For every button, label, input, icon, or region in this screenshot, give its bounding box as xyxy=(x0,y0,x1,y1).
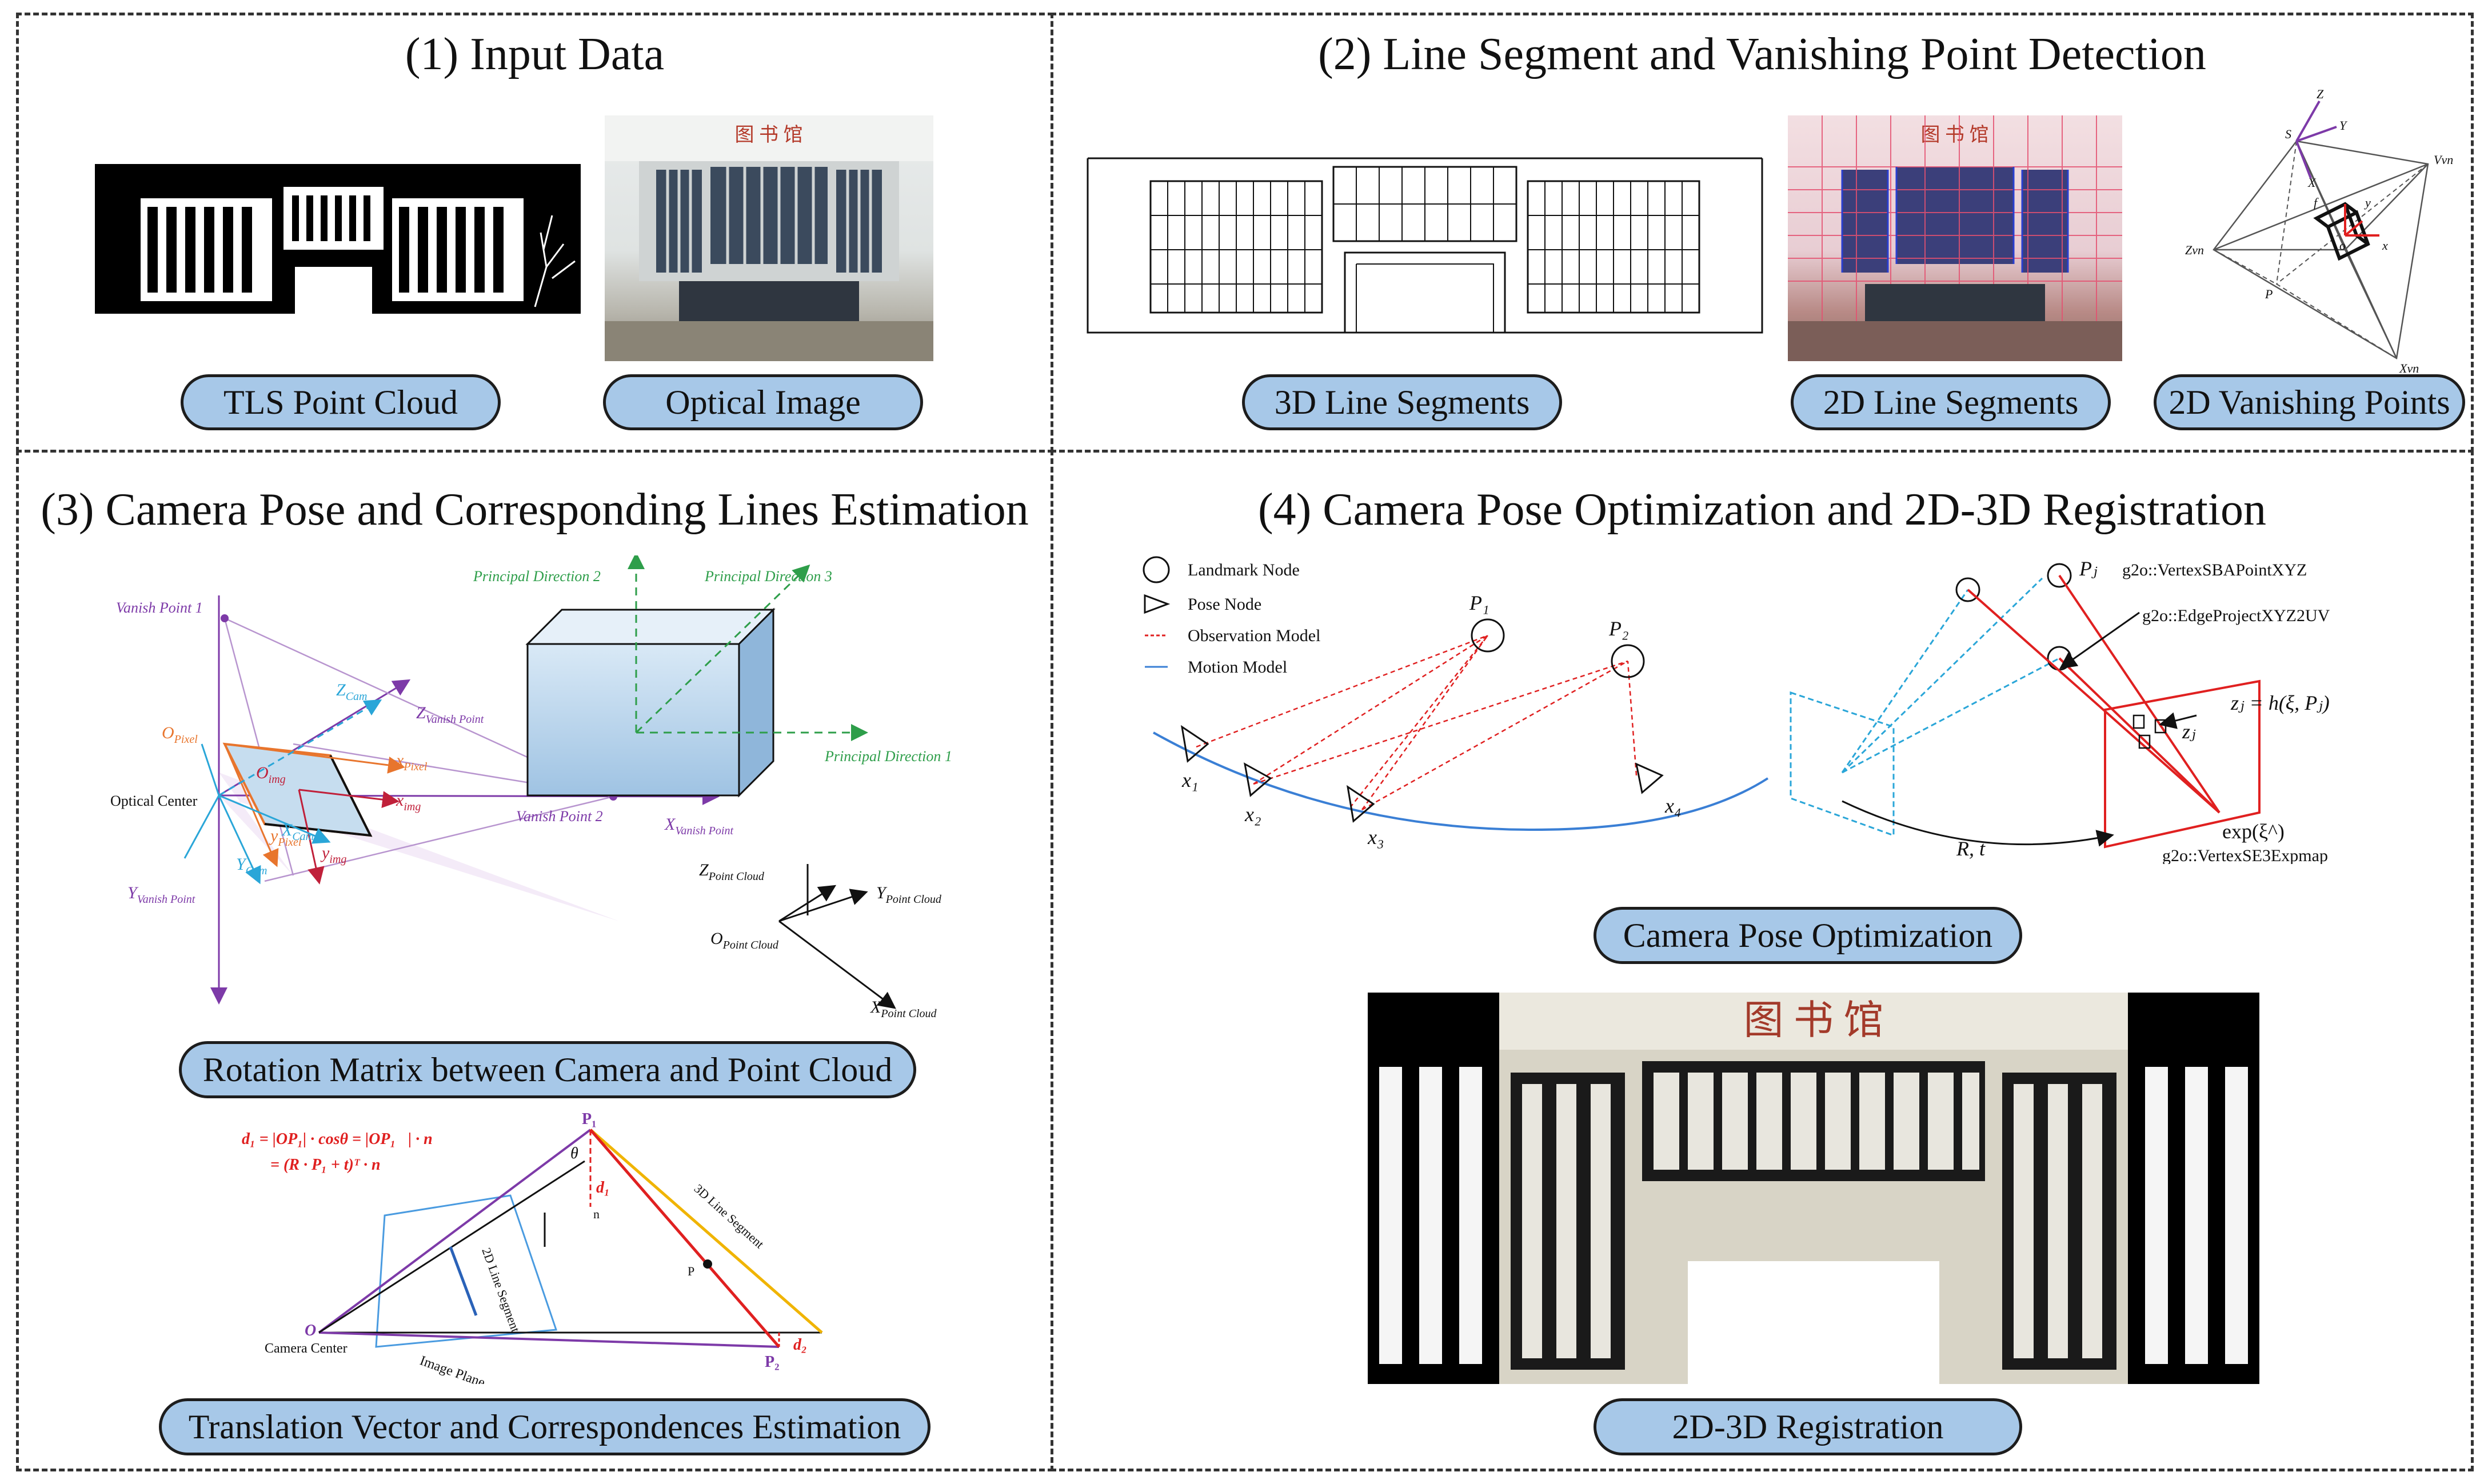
label-camera-center: Camera Center xyxy=(265,1341,348,1356)
legend-landmark-node: Landmark Node xyxy=(1188,561,1300,579)
label-o-img: Oimg xyxy=(256,763,286,786)
vp-label-x: X xyxy=(2307,175,2317,190)
label-2d-line-segments: 2D Line Segments xyxy=(1791,374,2111,430)
label-rotation-matrix: Rotation Matrix between Camera and Point… xyxy=(179,1041,916,1098)
panel-title: (2) Line Segment and Vanishing Point Det… xyxy=(1318,29,2206,79)
label-rt: R, t xyxy=(1956,837,1986,860)
vp-label-xvn: Xvn xyxy=(2399,361,2419,375)
sign-text: 图 书 馆 xyxy=(1921,124,1989,146)
label-x-cam: XCam xyxy=(281,821,314,843)
pose-graph-diagram: Landmark Node Pose Node Observation Mode… xyxy=(1088,544,2448,865)
label-d1: d₁ xyxy=(596,1179,610,1197)
label-x-vanish: XVanish Point xyxy=(664,815,733,837)
label-image-plane: Image Plane xyxy=(418,1353,487,1384)
label-principal-direction-1: Principal Direction 1 xyxy=(824,748,952,765)
label-Pj: Pⱼ xyxy=(2079,557,2098,580)
label-2d-3d-registration: 2D-3D Registration xyxy=(1594,1398,2022,1455)
label-o: O xyxy=(305,1322,316,1339)
label-x1: x₁ xyxy=(1181,769,1199,791)
panel-line-vanishing: (2) Line Segment and Vanishing Point Det… xyxy=(1051,13,2474,453)
label-edge-project: g2o::EdgeProjectXYZ2UV xyxy=(2142,606,2330,625)
vp-label-vvn: Vvn xyxy=(2434,153,2453,167)
vp-label-zvn: Zvn xyxy=(2185,243,2204,257)
label-y-pixel: yPixel xyxy=(269,826,302,849)
panel-title: (4) Camera Pose Optimization and 2D-3D R… xyxy=(1257,485,2267,535)
label-o-point-cloud: OPoint Cloud xyxy=(710,929,779,951)
label-p2: P₂ xyxy=(765,1353,780,1371)
label-vertex-sba-point: g2o::VertexSBAPointXYZ xyxy=(2122,561,2307,579)
panel-title: (3) Camera Pose and Corresponding Lines … xyxy=(41,485,1029,535)
label-o-pixel: OPixel xyxy=(162,723,198,746)
sign-text: 图 书 馆 xyxy=(735,124,803,146)
label-P1: P₁ xyxy=(1469,591,1489,614)
label-translation-vector: Translation Vector and Correspondences E… xyxy=(159,1398,930,1455)
vp-label-y-small: y xyxy=(2364,195,2371,210)
vp-label-x-small: x xyxy=(2382,238,2388,253)
legend-motion-model: Motion Model xyxy=(1188,658,1287,677)
label-camera-pose-optimization: Camera Pose Optimization xyxy=(1594,907,2022,964)
translation-diagram: d₁ = |OP₁| · cosθ = |OP₁⃗| · n⃗ = (R · P… xyxy=(236,1110,888,1390)
panel-camera-pose-estimation: (3) Camera Pose and Corresponding Lines … xyxy=(16,450,1053,1471)
vp-label-f: f xyxy=(2314,195,2319,210)
label-d2: d₂ xyxy=(793,1336,807,1354)
rotation-diagram: Vanish Point 1 Vanish Point 2 OPixel Oim… xyxy=(30,552,1036,1035)
sign-text: 图 书 馆 xyxy=(1744,999,1884,1043)
label-x-img: ximg xyxy=(396,791,421,813)
2d-line-segments-image: 图 书 馆 xyxy=(1788,115,2122,361)
translation-eq-1: d₁ = |OP₁| · cosθ = |OP₁⃗| · n⃗ xyxy=(242,1130,445,1148)
label-tls-point-cloud: TLS Point Cloud xyxy=(181,374,501,430)
label-3d-line-segments: 3D Line Segments xyxy=(1242,374,1562,430)
label-y-cam: YCam xyxy=(236,855,267,877)
legend-observation-model: Observation Model xyxy=(1188,626,1320,645)
panel-camera-pose-optimization: (4) Camera Pose Optimization and 2D-3D R… xyxy=(1051,450,2474,1471)
vp-label-p: P xyxy=(2265,287,2273,301)
label-3d-line-segment: 3D Line Segment xyxy=(692,1181,767,1251)
label-exp: exp(ξ^) xyxy=(2222,820,2285,843)
translation-eq-2: = (R · P₁ + t)ᵀ · n⃗ xyxy=(270,1156,393,1174)
vp-label-s: S xyxy=(2285,127,2291,141)
label-theta: θ xyxy=(570,1145,578,1162)
optical-image: 图 书 馆 xyxy=(605,115,933,361)
label-y-point-cloud: YPoint Cloud xyxy=(876,883,942,906)
label-optical-image: Optical Image xyxy=(603,374,923,430)
label-x4: x₄ xyxy=(1664,794,1682,817)
tls-point-cloud-image xyxy=(95,164,581,314)
label-n: n xyxy=(593,1207,600,1221)
panel-title: (1) Input Data xyxy=(405,29,665,79)
label-2d-line-segment: 2D Line Segment xyxy=(479,1246,523,1334)
3d-line-segments-image xyxy=(1076,141,1768,347)
panel-input-data: (1) Input Data xyxy=(16,13,1053,453)
label-P2: P₂ xyxy=(1608,617,1629,640)
label-x-pixel: xPixel xyxy=(396,751,428,773)
label-p1: P₁ xyxy=(582,1110,597,1128)
label-z-point-cloud: ZPoint Cloud xyxy=(699,861,765,883)
registration-image: 图 书 馆 xyxy=(1368,993,2259,1384)
legend-pose-node: Pose Node xyxy=(1188,595,1261,614)
label-x3: x₃ xyxy=(1367,826,1384,849)
label-vanish-point-2: Vanish Point 2 xyxy=(516,808,603,825)
label-2d-vanishing-points: 2D Vanishing Points xyxy=(2154,374,2465,430)
label-x2: x₂ xyxy=(1244,803,1261,826)
label-zj: zⱼ xyxy=(2182,720,2196,743)
label-z-cam: ZCam xyxy=(336,681,367,703)
label-principal-direction-3: Principal Direction 3 xyxy=(704,568,832,585)
label-vertex-se3: g2o::VertexSE3Expmap xyxy=(2162,846,2328,864)
vp-label-y: Y xyxy=(2339,118,2348,133)
label-z-vanish: ZVanish Point xyxy=(416,703,484,726)
vp-label-z: Z xyxy=(2317,87,2324,101)
label-optical-center: Optical Center xyxy=(110,793,198,809)
label-zj-eq: zⱼ = h(ξ, Pⱼ) xyxy=(2230,691,2330,714)
label-p: P xyxy=(688,1264,694,1278)
label-vanish-point-1: Vanish Point 1 xyxy=(116,599,203,616)
vp-label-o: o xyxy=(2339,238,2346,253)
2d-vanishing-points-diagram: Z Y S X f Vvn Zvn Xvn P y x o xyxy=(2174,78,2459,381)
label-y-img: yimg xyxy=(320,843,346,866)
label-principal-direction-2: Principal Direction 2 xyxy=(473,568,601,585)
label-y-vanish: YVanish Point xyxy=(127,883,195,906)
label-x-point-cloud: XPoint Cloud xyxy=(870,998,937,1020)
